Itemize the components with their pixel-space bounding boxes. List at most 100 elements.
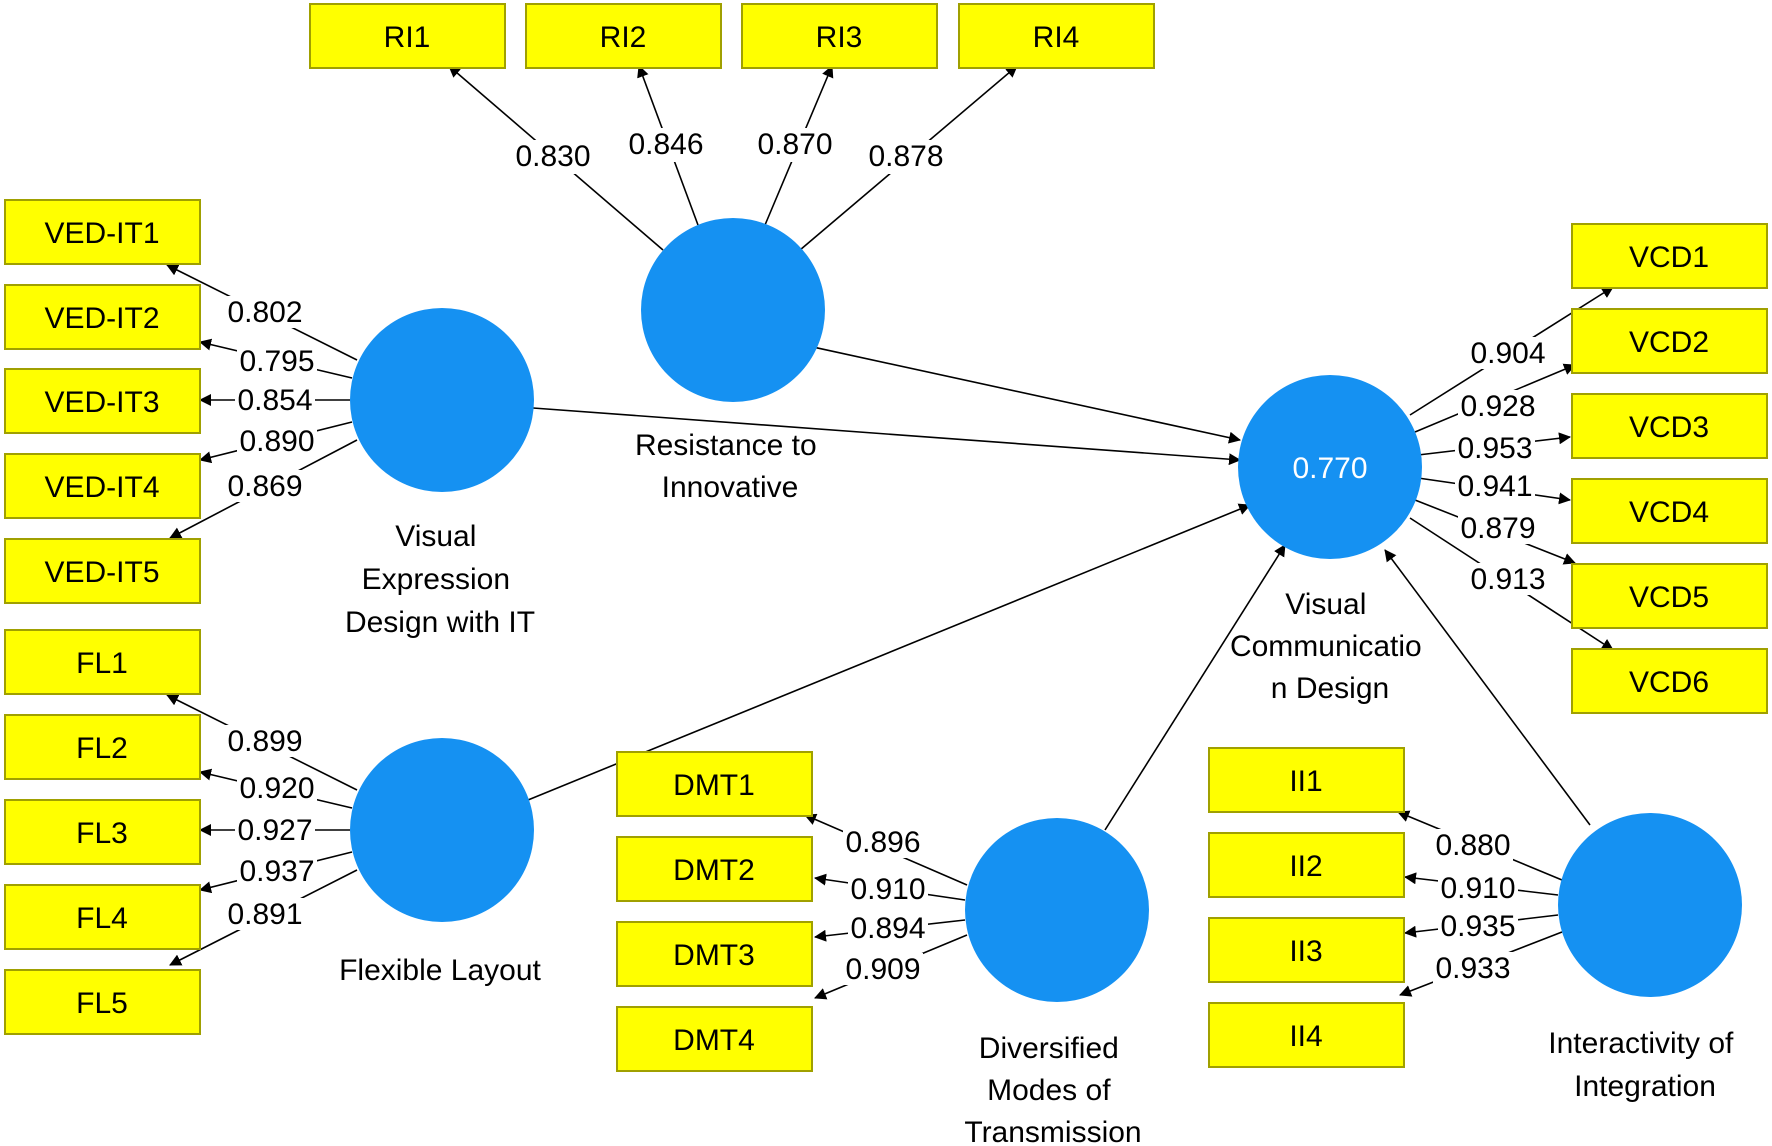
- svg-text:VED-IT5: VED-IT5: [44, 556, 159, 589]
- construct-visual-expression-design[interactable]: [350, 308, 534, 492]
- svg-text:VED-IT2: VED-IT2: [44, 302, 159, 335]
- indicator-ri1[interactable]: RI1: [309, 3, 506, 69]
- loading-ii3: 0.935: [1438, 910, 1518, 943]
- indicator-vcd1[interactable]: VCD1: [1571, 223, 1768, 289]
- label-fl: Flexible Layout: [339, 954, 541, 987]
- svg-text:FL3: FL3: [76, 817, 128, 850]
- svg-text:0.928: 0.928: [1460, 390, 1535, 423]
- loading-ri1: 0.830: [513, 140, 593, 174]
- r-squared-value: 0.770: [1292, 452, 1367, 485]
- loading-vedit2: 0.795: [237, 345, 317, 378]
- svg-text:II4: II4: [1289, 1020, 1322, 1053]
- indicator-ri2[interactable]: RI2: [525, 3, 722, 69]
- loading-ri4: 0.878: [866, 140, 946, 174]
- loading-vedit3: 0.854: [235, 384, 315, 417]
- svg-text:VCD2: VCD2: [1629, 326, 1709, 359]
- construct-labels: Resistance to Innovative Visual Expressi…: [339, 429, 1734, 1146]
- svg-text:II3: II3: [1289, 935, 1322, 968]
- svg-text:0.890: 0.890: [239, 425, 314, 458]
- svg-text:DMT1: DMT1: [673, 769, 755, 802]
- svg-text:0.927: 0.927: [237, 814, 312, 847]
- svg-text:0.870: 0.870: [757, 128, 832, 161]
- indicator-fl2[interactable]: FL2: [4, 714, 201, 780]
- indicator-vcd2[interactable]: VCD2: [1571, 308, 1768, 374]
- loading-ii1: 0.880: [1433, 829, 1513, 862]
- svg-text:0.899: 0.899: [227, 725, 302, 758]
- loading-vcd1: 0.904: [1468, 337, 1548, 370]
- svg-text:0.909: 0.909: [845, 953, 920, 986]
- indicator-vcd3[interactable]: VCD3: [1571, 393, 1768, 459]
- svg-text:VCD3: VCD3: [1629, 411, 1709, 444]
- indicator-vedit1[interactable]: VED-IT1: [4, 199, 201, 265]
- indicator-vedit3[interactable]: VED-IT3: [4, 368, 201, 434]
- svg-text:0.935: 0.935: [1440, 910, 1515, 943]
- indicator-dmt2[interactable]: DMT2: [616, 836, 813, 902]
- indicator-ii1[interactable]: II1: [1208, 747, 1405, 813]
- indicator-vcd4[interactable]: VCD4: [1571, 478, 1768, 544]
- indicator-dmt1[interactable]: DMT1: [616, 751, 813, 817]
- svg-text:0.913: 0.913: [1470, 563, 1545, 596]
- svg-text:0.904: 0.904: [1470, 337, 1545, 370]
- loading-fl2: 0.920: [237, 772, 317, 805]
- loading-vedit5: 0.869: [225, 470, 305, 503]
- loading-vcd2: 0.928: [1458, 390, 1538, 423]
- indicator-dmt4[interactable]: DMT4: [616, 1006, 813, 1072]
- svg-text:VCD5: VCD5: [1629, 581, 1709, 614]
- svg-text:VCD4: VCD4: [1629, 496, 1709, 529]
- indicator-ii2[interactable]: II2: [1208, 832, 1405, 898]
- label-ri: Resistance to Innovative: [635, 429, 825, 504]
- svg-text:0.920: 0.920: [239, 772, 314, 805]
- loading-vcd6: 0.913: [1468, 563, 1548, 596]
- construct-diversified-modes[interactable]: [965, 818, 1149, 1002]
- svg-text:0.854: 0.854: [237, 384, 312, 417]
- path-dmt-to-vcd: [1104, 544, 1286, 831]
- svg-text:0.937: 0.937: [239, 855, 314, 888]
- indicator-fl3[interactable]: FL3: [4, 799, 201, 865]
- indicator-fl1[interactable]: FL1: [4, 629, 201, 695]
- svg-text:0.795: 0.795: [239, 345, 314, 378]
- constructs: 0.770: [350, 218, 1742, 1002]
- svg-text:II1: II1: [1289, 765, 1322, 798]
- path-ri-to-vcd: [734, 329, 1241, 444]
- svg-text:VCD1: VCD1: [1629, 241, 1709, 274]
- svg-text:VED-IT1: VED-IT1: [44, 217, 159, 250]
- path-ved-to-vcd: [532, 407, 1241, 466]
- svg-text:0.802: 0.802: [227, 296, 302, 329]
- svg-text:0.880: 0.880: [1435, 829, 1510, 862]
- svg-text:0.879: 0.879: [1460, 512, 1535, 545]
- loading-labels: 0.830 0.846 0.870 0.878 0.802 0.795 0.85…: [225, 128, 1548, 986]
- indicator-vedit4[interactable]: VED-IT4: [4, 453, 201, 519]
- loading-dmt1: 0.896: [843, 826, 923, 859]
- indicator-ii3[interactable]: II3: [1208, 917, 1405, 983]
- loading-vedit4: 0.890: [237, 425, 317, 458]
- svg-text:0.910: 0.910: [850, 873, 925, 906]
- indicator-ii4[interactable]: II4: [1208, 1002, 1405, 1068]
- loading-ii2: 0.910: [1438, 872, 1518, 905]
- indicator-ri4[interactable]: RI4: [958, 3, 1155, 69]
- svg-text:VED-IT4: VED-IT4: [44, 471, 159, 504]
- indicator-vcd6[interactable]: VCD6: [1571, 648, 1768, 714]
- construct-resistance-to-innovative[interactable]: [641, 218, 825, 402]
- loading-dmt4: 0.909: [843, 953, 923, 986]
- svg-text:DMT3: DMT3: [673, 939, 755, 972]
- svg-text:VED-IT3: VED-IT3: [44, 386, 159, 419]
- label-vcd: Visual Communicatio n Design: [1230, 588, 1430, 705]
- indicator-fl5[interactable]: FL5: [4, 969, 201, 1035]
- indicator-fl4[interactable]: FL4: [4, 884, 201, 950]
- loading-fl5: 0.891: [225, 898, 305, 931]
- svg-text:RI3: RI3: [816, 21, 863, 54]
- indicator-vedit5[interactable]: VED-IT5: [4, 538, 201, 604]
- loading-vcd4: 0.941: [1455, 470, 1535, 503]
- construct-interactivity-integration[interactable]: [1558, 813, 1742, 997]
- path-fl-to-vcd: [527, 503, 1251, 801]
- construct-visual-communication-design[interactable]: 0.770: [1238, 375, 1422, 559]
- construct-flexible-layout[interactable]: [350, 738, 534, 922]
- indicator-vcd5[interactable]: VCD5: [1571, 563, 1768, 629]
- svg-text:VCD6: VCD6: [1629, 666, 1709, 699]
- indicator-vedit2[interactable]: VED-IT2: [4, 284, 201, 350]
- indicator-dmt3[interactable]: DMT3: [616, 921, 813, 987]
- path-ii-to-vcd: [1384, 549, 1591, 826]
- svg-text:RI4: RI4: [1033, 21, 1080, 54]
- svg-text:DMT2: DMT2: [673, 854, 755, 887]
- indicator-ri3[interactable]: RI3: [741, 3, 938, 69]
